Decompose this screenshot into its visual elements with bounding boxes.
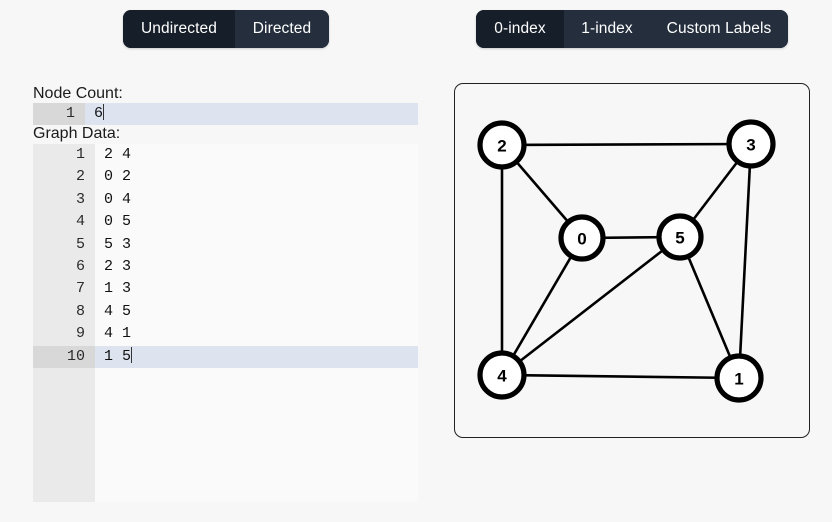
graph-node[interactable]: 1 bbox=[714, 353, 764, 403]
graph-edge-layer bbox=[500, 142, 753, 380]
code-line-text: 2 3 bbox=[104, 257, 132, 275]
graph-edge bbox=[500, 237, 584, 376]
line-number: 9 bbox=[75, 325, 85, 343]
node-count-gutter: 1 bbox=[33, 103, 85, 125]
graph-edge bbox=[678, 236, 741, 379]
graph-node[interactable]: 5 bbox=[656, 213, 704, 261]
line-number: 3 bbox=[75, 190, 85, 208]
node-count-code-area[interactable]: 6 bbox=[85, 103, 418, 125]
graph-edge bbox=[501, 142, 752, 147]
code-line-text: 6 bbox=[94, 105, 104, 122]
code-line[interactable]: 5 3 bbox=[95, 234, 418, 256]
line-number: 7 bbox=[75, 280, 85, 298]
line-number: 6 bbox=[75, 257, 85, 275]
graph-data-label: Graph Data: bbox=[33, 125, 121, 142]
graph-edge bbox=[501, 373, 740, 380]
graph-edge bbox=[737, 143, 753, 379]
code-line[interactable]: 4 5 bbox=[95, 301, 418, 323]
toggle-1-index-button[interactable]: 1-index bbox=[564, 10, 650, 48]
line-number: 2 bbox=[75, 168, 85, 186]
code-line-text: 1 3 bbox=[104, 280, 132, 298]
line-number: 8 bbox=[75, 302, 85, 320]
graph-node-label: 1 bbox=[734, 370, 743, 389]
graph-data-editor[interactable]: 1 2 3 4 5 6 7 8 9 10 2 4 0 2 0 4 0 5 5 3 2 3 1 3 4 5 4 1 1… bbox=[33, 144, 418, 502]
code-line[interactable]: 6 bbox=[85, 103, 418, 125]
graph-data-gutter: 1 2 3 4 5 6 7 8 9 10 bbox=[33, 144, 95, 502]
code-line-text: 0 2 bbox=[104, 168, 132, 186]
graph-node[interactable]: 3 bbox=[726, 119, 776, 169]
text-caret bbox=[131, 346, 133, 363]
code-line-text: 4 5 bbox=[104, 302, 132, 320]
code-line-text: 0 5 bbox=[104, 213, 132, 231]
code-line-text: 2 4 bbox=[104, 146, 132, 163]
code-line[interactable]: 0 2 bbox=[95, 166, 418, 188]
graph-node[interactable]: 0 bbox=[558, 214, 606, 262]
code-line[interactable]: 1 5 bbox=[95, 345, 418, 368]
toggle-undirected-button[interactable]: Undirected bbox=[123, 10, 235, 48]
line-number: 4 bbox=[75, 213, 85, 231]
node-indexing-toggle[interactable]: 0-index 1-index Custom Labels bbox=[476, 10, 788, 48]
graph-data-code-area[interactable]: 2 4 0 2 0 4 0 5 5 3 2 3 1 3 4 5 4 1 1 5 bbox=[95, 144, 418, 502]
graph-node-label: 3 bbox=[746, 136, 755, 155]
graph-node-layer: 0 1 2 3 4 5 bbox=[477, 119, 776, 403]
code-line[interactable]: 2 3 bbox=[95, 256, 418, 278]
code-line[interactable]: 0 5 bbox=[95, 211, 418, 233]
graph-edge bbox=[501, 235, 681, 377]
code-line-text: 0 4 bbox=[104, 190, 132, 208]
code-line[interactable]: 4 1 bbox=[95, 323, 418, 345]
line-number: 1 bbox=[75, 146, 85, 163]
graph-node-circle[interactable] bbox=[477, 120, 527, 170]
graph-node-label: 4 bbox=[497, 367, 507, 386]
toggle-directed-button[interactable]: Directed bbox=[235, 10, 329, 48]
graph-node-label: 2 bbox=[497, 137, 506, 156]
code-line[interactable]: 2 4 bbox=[95, 144, 418, 166]
line-number: 10 bbox=[33, 345, 95, 368]
graph-node[interactable]: 2 bbox=[477, 120, 527, 170]
graph-node-circle[interactable] bbox=[558, 214, 606, 262]
graph-node-circle[interactable] bbox=[714, 353, 764, 403]
code-line[interactable]: 0 4 bbox=[95, 189, 418, 211]
code-line-text: 1 5 bbox=[104, 347, 132, 365]
graph-node-circle[interactable] bbox=[656, 213, 704, 261]
graph-node[interactable]: 4 bbox=[477, 350, 527, 400]
graph-node-circle[interactable] bbox=[726, 119, 776, 169]
text-caret bbox=[103, 104, 105, 120]
graph-visualization-panel[interactable]: 0 1 2 3 4 5 bbox=[454, 83, 810, 438]
code-line-text: 5 3 bbox=[104, 235, 132, 253]
line-number: 5 bbox=[75, 235, 85, 253]
line-number: 1 bbox=[33, 103, 85, 125]
graph-node-label: 0 bbox=[577, 230, 586, 249]
graph-node-circle[interactable] bbox=[477, 350, 527, 400]
code-line-text: 4 1 bbox=[104, 325, 132, 343]
graph-canvas[interactable]: 0 1 2 3 4 5 bbox=[455, 84, 809, 437]
node-count-editor[interactable]: 1 6 bbox=[33, 103, 418, 125]
graph-node-label: 5 bbox=[675, 229, 684, 248]
toggle-0-index-button[interactable]: 0-index bbox=[476, 10, 564, 48]
graph-direction-toggle[interactable]: Undirected Directed bbox=[123, 10, 329, 48]
node-count-label: Node Count: bbox=[33, 85, 123, 102]
code-line[interactable]: 1 3 bbox=[95, 278, 418, 300]
toggle-custom-labels-button[interactable]: Custom Labels bbox=[650, 10, 788, 48]
